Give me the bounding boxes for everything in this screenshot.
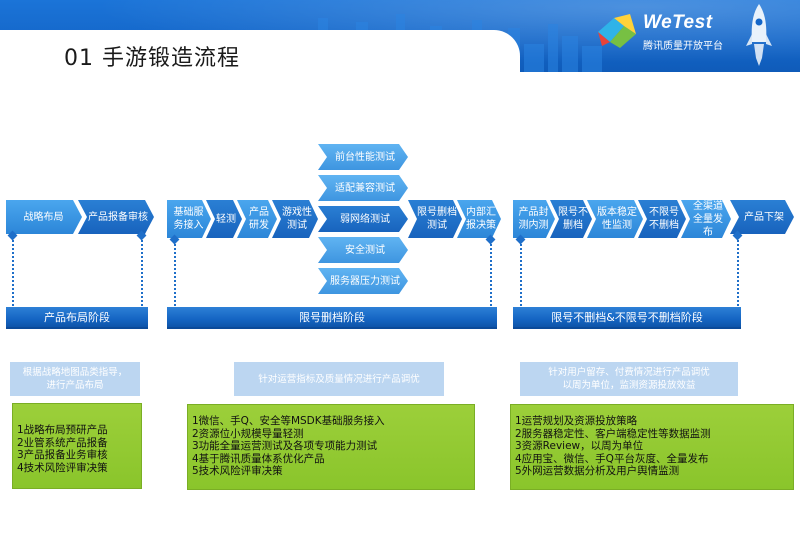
connector-line: [520, 244, 522, 306]
list-item: 1运营规划及资源投放策略: [515, 415, 638, 427]
test-frontend-performance: 前台性能测试: [318, 144, 408, 170]
list-item: 3产品报备业务审核: [17, 449, 108, 462]
test-adaptation-compatibility: 适配兼容测试: [318, 175, 408, 201]
info-stage2: 针对运营指标及质量情况进行产品调优: [234, 362, 444, 396]
list-item: 4应用宝、微信、手Q平台灰度、全量发布: [515, 452, 709, 465]
info-stage3: 针对用户留存、付费情况进行产品调优 以周为单位，监测资源投放效益: [520, 362, 738, 396]
phase-product-layout: 产品布局阶段: [6, 307, 148, 329]
step-product-delisting: 产品下架: [730, 200, 794, 234]
list-item: 4技术风险评审决策: [17, 461, 108, 474]
list-item: 2资源位小规模导量轻测: [192, 427, 304, 440]
connector-line: [12, 240, 14, 306]
test-weak-network: 弱网络测试: [318, 206, 408, 232]
tasks-stage3: 1运营规划及资源投放策略 2服务器稳定性、客户端稳定性等数据监测 3资源Revi…: [510, 404, 794, 490]
connector-line: [141, 240, 143, 306]
test-security: 安全测试: [318, 237, 408, 263]
list-item: 1战略布局预研产品: [17, 424, 108, 436]
list-item: 1微信、手Q、安全等MSDK基础服务接入: [192, 415, 385, 427]
step-version-stability-monitoring: 版本稳定性监测: [587, 200, 643, 238]
step-all-channel-release: 全渠道全量发布: [681, 200, 731, 238]
tasks-stage1: 1战略布局预研产品 2业管系统产品报备 3产品报备业务审核 4技术风险评审决策: [12, 403, 142, 489]
list-item: 5技术风险评审决策: [192, 465, 283, 478]
wetest-logo: WeTest 腾讯质量开放平台: [596, 10, 746, 58]
list-item: 4基于腾讯质量体系优化产品: [192, 452, 325, 465]
connector-line: [737, 240, 739, 306]
step-strategy-layout: 战略布局: [6, 200, 82, 234]
step-product-filing-review: 产品报备审核: [78, 200, 154, 234]
connector-line: [490, 244, 492, 306]
logo-brand-text: WeTest: [643, 12, 713, 33]
step-gameplay-test: 游戏性测试: [272, 200, 318, 238]
list-item: 2服务器稳定性、客户端稳定性等数据监测: [515, 427, 711, 440]
test-server-stress: 服务器压力测试: [318, 268, 408, 294]
connector-line: [174, 244, 176, 306]
rocket-icon: [746, 4, 772, 66]
step-light-test: 轻测: [206, 200, 242, 238]
step-basic-service-access: 基础服务接入: [167, 200, 211, 238]
info-stage1: 根据战略地图品类指导， 进行产品布局: [10, 362, 140, 396]
phase-no-deletion: 限号不删档&不限号不删档阶段: [513, 307, 741, 329]
phase-limited-deletion: 限号删档阶段: [167, 307, 497, 329]
wetest-logo-icon: [598, 14, 636, 48]
list-item: 2业管系统产品报备: [17, 436, 108, 449]
list-item: 3资源Review，以周为单位: [515, 440, 644, 453]
step-limited-no-deletion: 限号不删档: [550, 200, 592, 238]
list-item: 5外网运营数据分析及用户舆情监测: [515, 465, 680, 478]
header-banner: [0, 0, 800, 72]
step-unlimited-no-deletion: 不限号不删档: [638, 200, 686, 238]
page-title: 01 手游锻造流程: [64, 46, 240, 71]
step-internal-report-decision: 内部汇报决策: [457, 200, 501, 238]
list-item: 3功能全量运营测试及各项专项能力测试: [192, 440, 378, 453]
step-product-development: 产品研发: [237, 200, 277, 238]
logo-subtitle: 腾讯质量开放平台: [643, 41, 723, 52]
connector-dot: [485, 234, 496, 245]
step-limited-deletion-test: 限号删档测试: [408, 200, 462, 238]
step-closed-beta: 产品封测内测: [513, 200, 555, 238]
tasks-stage2: 1微信、手Q、安全等MSDK基础服务接入 2资源位小规模导量轻测 3功能全量运营…: [187, 404, 475, 490]
